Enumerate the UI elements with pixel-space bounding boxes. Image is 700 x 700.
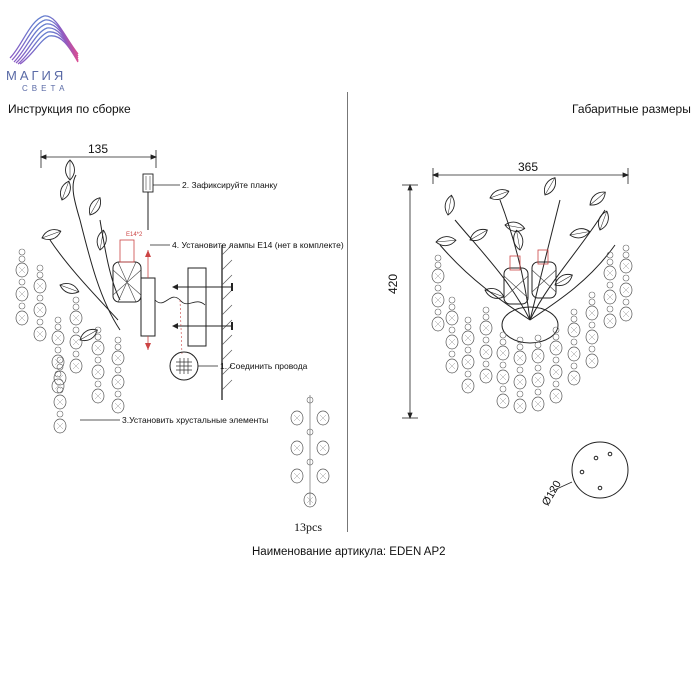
- crystal-strand-13pcs: [290, 395, 330, 508]
- lamp-front-view: [432, 174, 632, 413]
- width-label-left: 135: [88, 142, 109, 156]
- article-name: Наименование артикула: EDEN AP2: [252, 546, 446, 558]
- step-connect-wires: 1. Соединить провода: [220, 361, 308, 371]
- step-install-crystals: 3.Установить хрустальные элементы: [122, 415, 269, 425]
- width-dimension-left: [39, 150, 158, 168]
- brand-logo: МАГИЯ СВЕТА: [4, 6, 84, 94]
- height-dimension-right: [402, 183, 418, 420]
- brand-tagline: СВЕТА: [22, 84, 69, 93]
- assembly-title: Инструкция по сборке: [8, 102, 131, 116]
- width-dimension-right: [431, 168, 630, 184]
- logo-wave-icon: [9, 15, 79, 65]
- step-fix-bracket: 2. Зафиксируйте планку: [182, 180, 278, 190]
- panel-divider: [347, 92, 348, 532]
- step-install-lamps: 4. Установите лампы E14 (нет в комплекте…: [172, 240, 344, 250]
- dimensions-title: Габаритные размеры: [572, 102, 691, 116]
- base-disc: [549, 441, 629, 499]
- socket-label: E14*2: [126, 232, 143, 238]
- lamp-side-view: [16, 159, 233, 433]
- pieces-count: 13pcs: [294, 520, 322, 534]
- brand-name: МАГИЯ: [6, 68, 67, 83]
- width-label-right: 365: [518, 160, 539, 174]
- height-label-right: 420: [386, 273, 400, 294]
